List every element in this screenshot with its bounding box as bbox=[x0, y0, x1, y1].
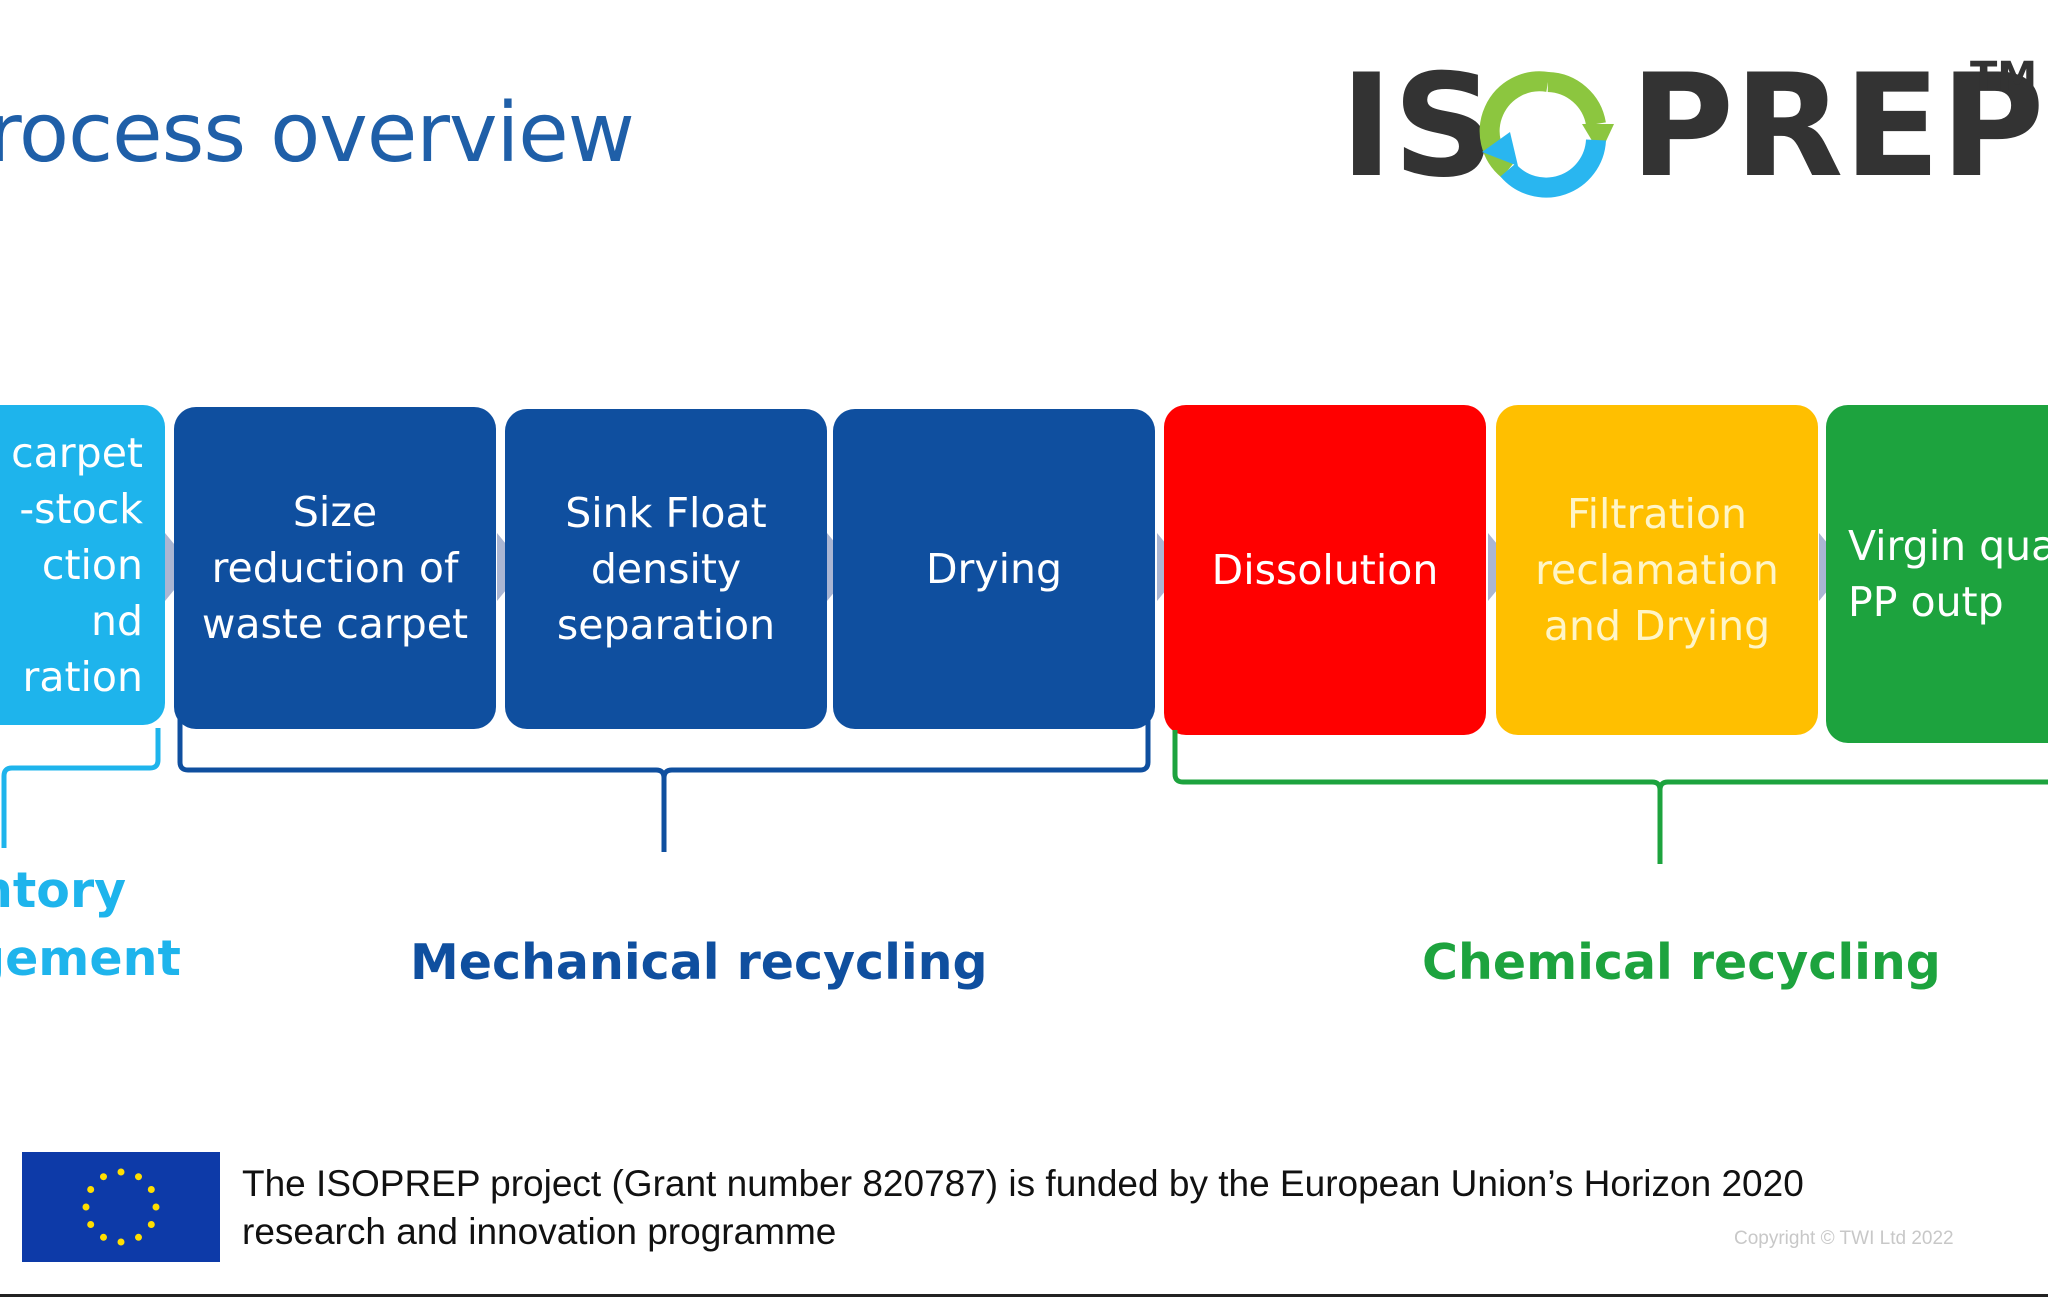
trademark-symbol: TM bbox=[1970, 54, 2038, 100]
step-sink-float: Sink Float density separation bbox=[505, 409, 827, 729]
funding-statement: The ISOPREP project (Grant number 820787… bbox=[242, 1163, 1804, 1252]
step-carpet-feedstock: carpet -stock ction nd ration bbox=[0, 405, 165, 725]
inventory-label-line2: gement bbox=[0, 930, 181, 987]
mechanical-recycling-label: Mechanical recycling bbox=[410, 934, 988, 991]
copyright-notice: Copyright © TWI Ltd 2022 bbox=[1734, 1228, 1954, 1249]
chemical-recycling-label: Chemical recycling bbox=[1422, 934, 1941, 991]
inventory-label-line1: ntory bbox=[0, 862, 127, 919]
eu-flag-icon bbox=[22, 1152, 220, 1262]
step-drying: Drying bbox=[833, 409, 1155, 729]
logo-text-right: PREP bbox=[1630, 44, 2045, 209]
logo-text-left: IS bbox=[1340, 44, 1496, 209]
step-dissolution: Dissolution bbox=[1164, 405, 1486, 735]
bottom-divider bbox=[0, 1294, 2048, 1297]
recycle-ring-icon bbox=[1479, 71, 1614, 198]
chemical-bracket bbox=[1172, 730, 2048, 864]
step-size-reduction: Size reduction of waste carpet bbox=[174, 407, 496, 729]
page-title: rocess overview bbox=[0, 86, 635, 181]
isoprep-logo: IS PREP TM bbox=[1340, 40, 2045, 210]
step-filtration: Filtration reclamation and Drying bbox=[1496, 405, 1818, 735]
mechanical-bracket bbox=[177, 718, 1151, 852]
step-virgin-pp-output: Virgin qua PP outp bbox=[1826, 405, 2048, 743]
inventory-bracket bbox=[1, 728, 161, 848]
